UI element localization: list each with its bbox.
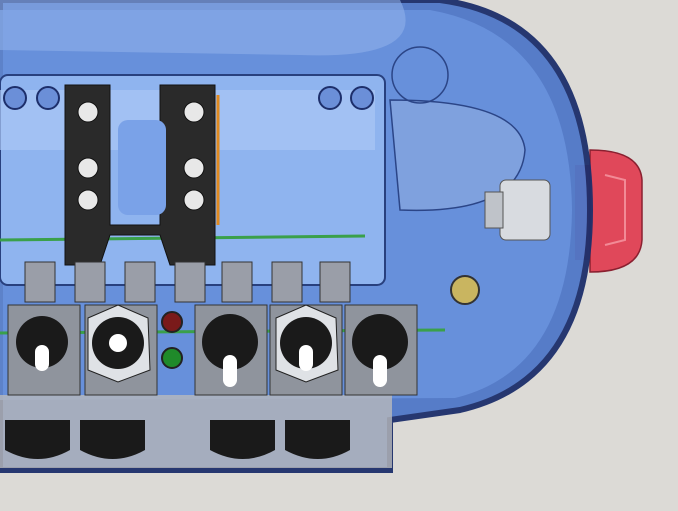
- feet: [5, 420, 350, 459]
- toggle-switch[interactable]: [269, 304, 343, 396]
- toggle-switch[interactable]: [344, 304, 418, 396]
- toggle-switch[interactable]: [194, 304, 268, 396]
- panel-screws: [3, 86, 374, 110]
- toggle-switch[interactable]: [84, 304, 158, 396]
- screw-icon: [450, 275, 480, 305]
- housing-highlight: [0, 0, 406, 56]
- led-red-icon: [161, 311, 183, 333]
- side-connector: [484, 179, 551, 241]
- toggle-switch[interactable]: [7, 304, 81, 396]
- led-green-icon: [161, 347, 183, 369]
- switch-mounts: [24, 261, 351, 303]
- bracket: [64, 84, 216, 266]
